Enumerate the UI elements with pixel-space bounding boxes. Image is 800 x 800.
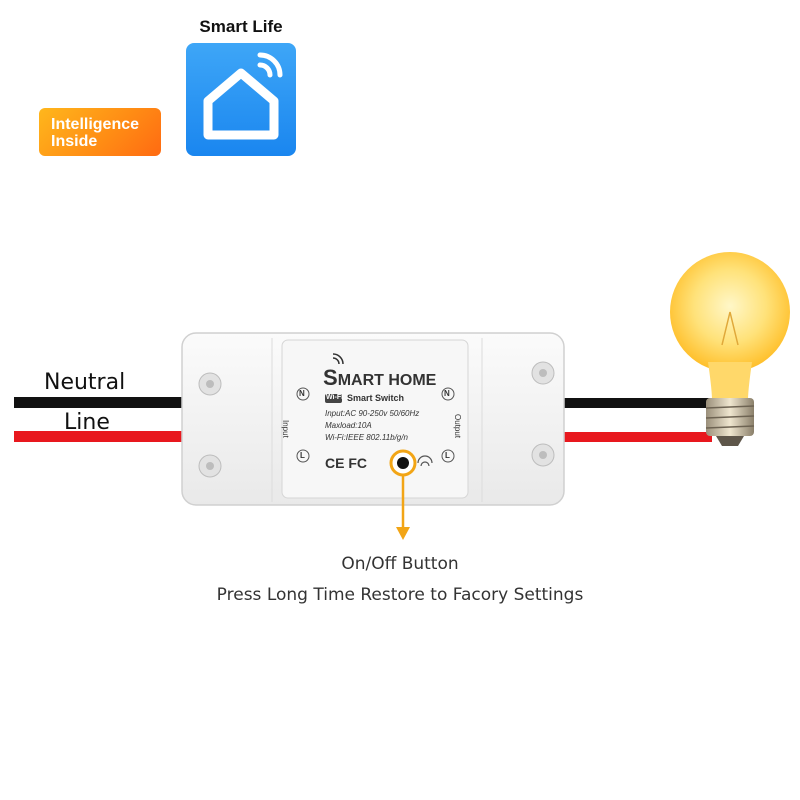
spec-maxload: Maxload:10A: [325, 421, 372, 430]
brand-rest: MART HOME: [337, 372, 437, 389]
badge-line-2: Inside: [51, 133, 98, 150]
badge-line-1: Intelligence: [51, 116, 140, 133]
wifi-tag: Wi-Fi: [326, 394, 344, 401]
output-label: Output: [453, 414, 462, 439]
spec-input: Input:AC 90-250v 50/60Hz: [325, 409, 420, 418]
line-wire-left: [14, 431, 184, 442]
on-off-button[interactable]: [389, 449, 417, 477]
app-title: Smart Life: [199, 17, 283, 36]
output-terminal-n: N: [444, 389, 450, 398]
restore-settings-caption: Press Long Time Restore to Facory Settin…: [216, 585, 584, 605]
brand-logo: SMART HOME: [323, 365, 436, 391]
light-bulb-icon: [670, 252, 790, 446]
certification-marks: CE FC: [325, 455, 367, 471]
pointer-arrow: [396, 476, 410, 540]
line-wire-right: [562, 432, 712, 442]
on-off-button-caption: On/Off Button: [341, 554, 459, 574]
output-terminal-l: L: [445, 451, 450, 460]
neutral-wire-left: [14, 397, 184, 408]
input-terminal-n: N: [299, 389, 305, 398]
input-label: Input: [281, 420, 290, 438]
line-label: Line: [64, 410, 110, 435]
spec-wifi: Wi-Fi:IEEE 802.11b/g/n: [325, 433, 408, 442]
intelligence-inside-badge: Intelligence Inside: [39, 108, 161, 156]
input-terminal-l: L: [300, 451, 305, 460]
smart-life-app-icon: [186, 43, 296, 156]
house-wifi-icon: [203, 52, 283, 140]
product-name: Smart Switch: [347, 393, 405, 403]
wifi-indicator-icon: [417, 455, 433, 467]
brand-initial: S: [323, 365, 338, 390]
screw-icon: [198, 361, 555, 478]
smart-switch-device: [181, 332, 565, 506]
neutral-wire-right: [562, 398, 710, 408]
neutral-label: Neutral: [44, 370, 126, 395]
